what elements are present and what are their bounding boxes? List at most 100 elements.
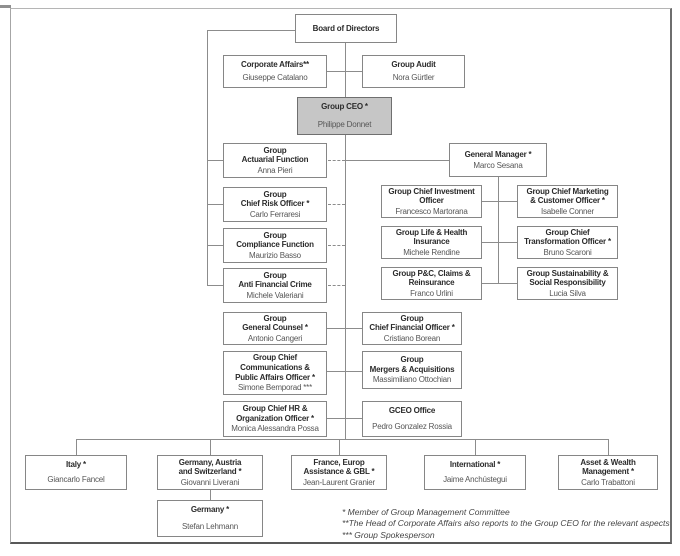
- org-node-anti-financial-crime: Group Anti Financial Crime Michele Valer…: [223, 268, 327, 303]
- connector-mid-row-2: [327, 371, 362, 372]
- org-node-chief-financial-officer: Group Chief Financial Officer * Cristian…: [362, 312, 462, 345]
- node-title: Italy *: [66, 460, 86, 469]
- dashed-connector-anti-financial-crime-ceo: [328, 285, 345, 286]
- org-node-life-health-insurance: Group Life & Health Insurance Michele Re…: [381, 226, 482, 259]
- org-node-communications: Group Chief Communications & Public Affa…: [223, 351, 327, 395]
- node-name: Antonio Cangeri: [247, 333, 303, 343]
- connector-stub-actuarial: [207, 160, 223, 161]
- node-name: Anna Pieri: [257, 165, 293, 175]
- org-node-board-of-directors: Board of Directors: [295, 14, 397, 43]
- page-frame: [10, 8, 672, 544]
- connector-stub-france: [339, 439, 340, 455]
- node-title: Group Compliance Function: [236, 230, 314, 250]
- org-node-mergers-acquisitions: Group Mergers & Acquisitions Massimilian…: [362, 351, 462, 389]
- connector-ceo-general-manager: [345, 160, 449, 161]
- connector-mid-row-1: [327, 328, 362, 329]
- org-node-group-audit: Group Audit Nora Gürtler: [362, 55, 465, 88]
- node-name: Carlo Ferraresi: [249, 209, 301, 219]
- node-title: Group Chief Financial Officer *: [369, 313, 455, 333]
- node-name: Jean-Laurent Granier: [302, 477, 376, 487]
- node-name: Cristiano Borean: [383, 333, 441, 343]
- node-title: General Manager *: [464, 149, 532, 159]
- node-name: Michele Valeriani: [246, 290, 304, 300]
- connector-general-manager-spine: [498, 177, 499, 284]
- node-name: Giovanni Liverani: [180, 477, 240, 487]
- connector-board-left: [207, 30, 295, 31]
- connector-stub-asset-wealth: [608, 439, 609, 455]
- node-name: Pedro Gonzalez Rossia: [372, 422, 452, 432]
- node-name: Isabelle Conner: [540, 206, 595, 216]
- node-name: Carlo Trabattoni: [581, 477, 635, 487]
- dashed-connector-risk-ceo: [328, 204, 345, 205]
- node-title: Group Mergers & Acquisitions: [369, 355, 455, 374]
- footnotes: * Member of Group Management Committee *…: [342, 507, 670, 541]
- node-title: Asset & Wealth Management *: [580, 457, 636, 477]
- node-title: Group Chief Risk Officer *: [240, 189, 310, 209]
- org-node-gceo-office: GCEO Office Pedro Gonzalez Rossia: [362, 401, 462, 437]
- node-title: Board of Directors: [312, 23, 380, 33]
- node-title: GCEO Office: [388, 406, 436, 415]
- node-title: Group Actuarial Function: [241, 145, 309, 165]
- node-title: Group P&C, Claims & Reinsurance: [392, 268, 471, 288]
- node-name: Monica Alessandra Possa: [231, 424, 319, 434]
- dashed-connector-actuarial-ceo: [328, 160, 345, 161]
- node-name: Giancarlo Fancel: [47, 475, 105, 485]
- node-name: Marco Sesana: [473, 160, 523, 170]
- org-node-corporate-affairs: Corporate Affairs** Giuseppe Catalano: [223, 55, 327, 88]
- node-title: Group Chief Communications & Public Affa…: [235, 353, 315, 382]
- org-node-italy: Italy * Giancarlo Fancel: [25, 455, 127, 490]
- org-node-group-ceo: Group CEO * Philippe Donnet: [297, 97, 392, 135]
- node-title: Group Chief Marketing & Customer Officer…: [526, 186, 609, 206]
- connector-gm-row-1: [482, 201, 517, 202]
- node-name: Stefan Lehmann: [182, 522, 238, 532]
- node-title: Group Chief Transformation Officer *: [524, 227, 611, 247]
- org-node-germany: Germany * Stefan Lehmann: [157, 500, 263, 537]
- org-node-pc-claims-reinsurance: Group P&C, Claims & Reinsurance Franco U…: [381, 267, 482, 300]
- scan-artifact: [0, 5, 11, 8]
- footnote-group-spokesperson: *** Group Spokesperson: [342, 529, 435, 540]
- org-node-international: International * Jaime Anchústegui: [424, 455, 526, 490]
- node-name: Giuseppe Catalano: [242, 73, 308, 83]
- connector-stub-risk: [207, 204, 223, 205]
- connector-stub-italy: [76, 439, 77, 455]
- node-title: Corporate Affairs**: [241, 60, 309, 69]
- node-title: Group Chief Investment Officer: [388, 186, 475, 206]
- connector-mid-row-3: [327, 418, 362, 419]
- org-node-general-counsel: Group General Counsel * Antonio Cangeri: [223, 312, 327, 345]
- node-title: France, Europ Assistance & GBL *: [303, 457, 375, 477]
- org-node-france-europ-assistance: France, Europ Assistance & GBL * Jean-La…: [291, 455, 387, 490]
- org-node-general-manager: General Manager * Marco Sesana: [449, 143, 547, 177]
- node-name: Michele Rendine: [403, 247, 460, 257]
- node-title: Group Chief HR & Organization Officer *: [236, 404, 314, 423]
- node-name: Franco Urlini: [410, 288, 453, 298]
- connector-stub-international: [475, 439, 476, 455]
- connector-gm-row-2: [482, 242, 517, 243]
- node-name: Bruno Scaroni: [543, 247, 592, 257]
- node-title: International *: [449, 460, 501, 469]
- node-title: Germany, Austria and Switzerland *: [178, 457, 242, 477]
- connector-stub-anti-financial-crime: [207, 285, 223, 286]
- connector-stub-dach: [210, 439, 211, 455]
- node-name: Francesco Martorana: [395, 206, 468, 216]
- node-name: Simone Bemporad ***: [237, 383, 313, 393]
- node-title: Group General Counsel *: [242, 313, 308, 333]
- node-name: Massimiliano Ottochian: [372, 375, 452, 385]
- connector-corp-audit: [327, 71, 362, 72]
- footnote-gmc-member: * Member of Group Management Committee: [342, 507, 510, 517]
- org-node-compliance-function: Group Compliance Function Maurizio Basso: [223, 228, 327, 263]
- connector-ceo-main-spine: [345, 134, 346, 439]
- connector-board-ceo: [345, 43, 346, 97]
- node-title: Group Anti Financial Crime: [238, 270, 312, 290]
- dashed-connector-compliance-ceo: [328, 245, 345, 246]
- connector-left-spine: [207, 30, 208, 286]
- org-node-germany-austria-switzerland: Germany, Austria and Switzerland * Giova…: [157, 455, 263, 490]
- node-title: Group Sustainability & Social Responsibi…: [526, 268, 609, 288]
- connector-bottom-bus: [76, 439, 608, 440]
- node-title: Group Audit: [391, 60, 436, 69]
- org-node-sustainability-social-responsibility: Group Sustainability & Social Responsibi…: [517, 267, 618, 300]
- connector-stub-compliance: [207, 245, 223, 246]
- node-name: Nora Gürtler: [392, 73, 435, 83]
- node-title: Group CEO *: [321, 102, 368, 111]
- org-node-hr-organization: Group Chief HR & Organization Officer * …: [223, 401, 327, 437]
